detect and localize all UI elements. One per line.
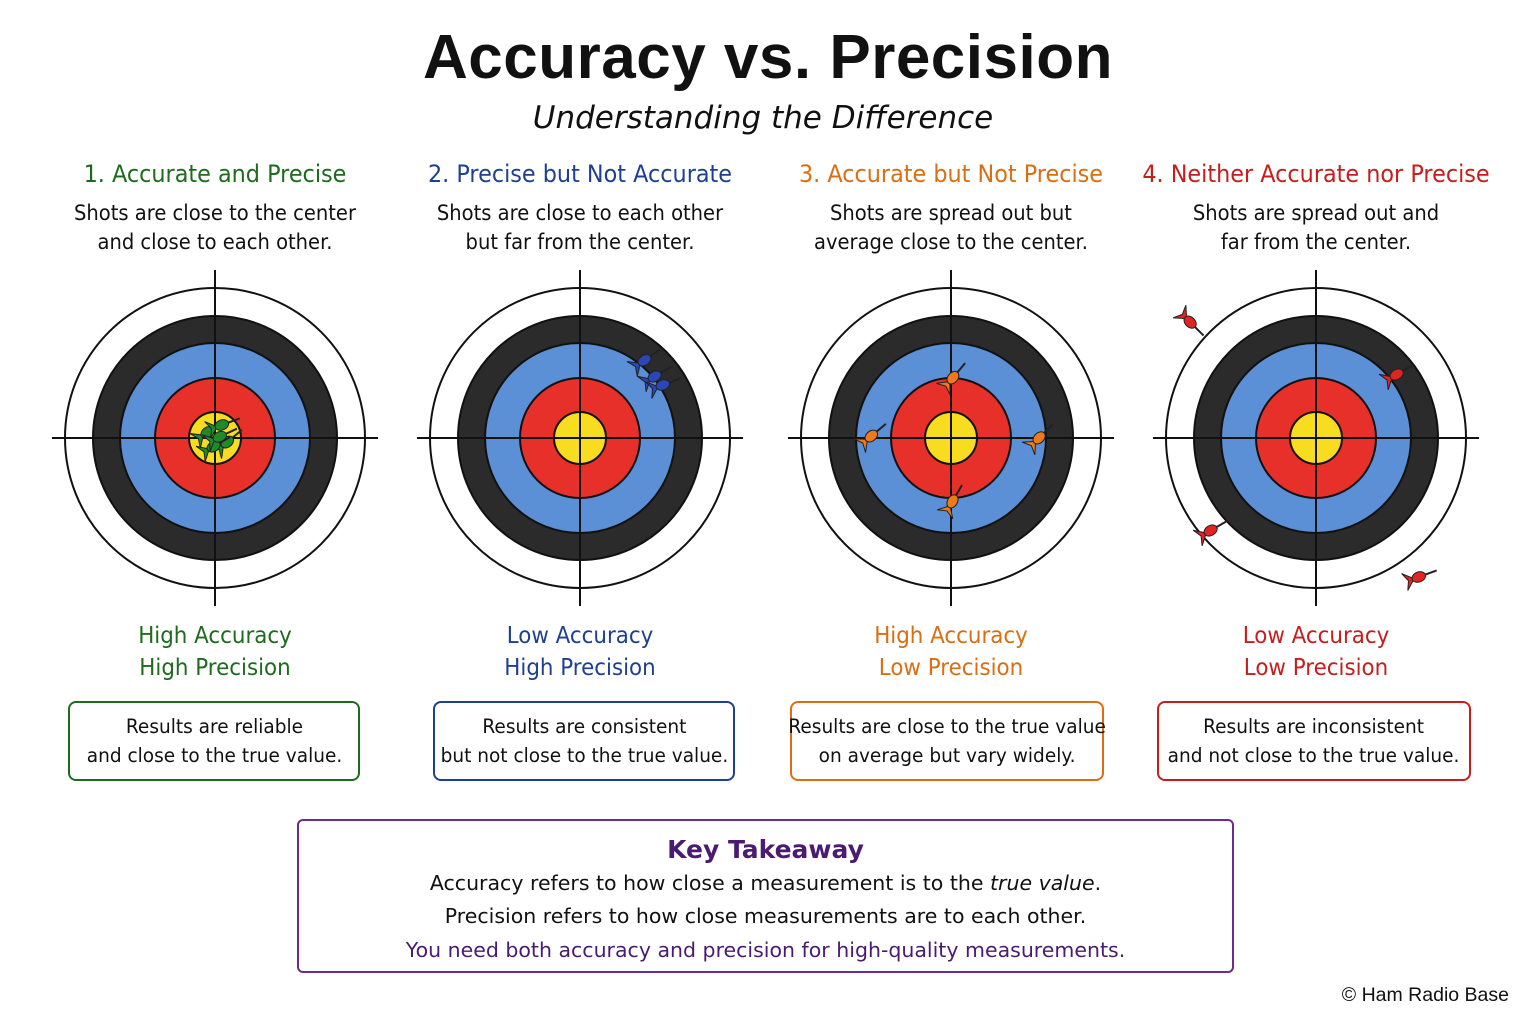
- result-box: Results are reliable and close to the tr…: [68, 701, 360, 781]
- dart-icon: [626, 348, 661, 377]
- copyright-notice: © Ham Radio Base: [1341, 984, 1509, 1006]
- panel-heading: 1. Accurate and Precise: [83, 160, 347, 188]
- precision-rating: Low Precision: [1243, 655, 1389, 681]
- dart-icon: [936, 362, 966, 396]
- accuracy-rating: High Accuracy: [138, 623, 292, 649]
- result-box: Results are consistent but not close to …: [433, 701, 735, 781]
- panel-rating: Low Accuracy High Precision: [403, 620, 756, 684]
- dart-icon: [1378, 364, 1414, 390]
- takeaway-accuracy-definition: Accuracy refers to how close a measureme…: [299, 871, 1232, 895]
- panel-precise-not-accurate: 2. Precise but Not Accurate Shots are cl…: [390, 0, 770, 800]
- panel-heading: 4. Neither Accurate nor Precise: [1142, 160, 1490, 188]
- takeaway-emphasis: true value: [990, 871, 1095, 895]
- desc-line: Shots are spread out and: [1192, 201, 1440, 225]
- result-line: Results are consistent: [481, 715, 687, 738]
- result-line: and not close to the true value.: [1168, 744, 1460, 767]
- result-box: Results are close to the true value on a…: [788, 701, 1106, 781]
- accuracy-rating: Low Accuracy: [1242, 623, 1390, 649]
- precision-rating: Low Precision: [878, 655, 1024, 681]
- panel-description: Shots are close to each other but far fr…: [403, 199, 756, 257]
- key-takeaway-box: Key Takeaway Accuracy refers to how clos…: [297, 819, 1234, 973]
- panel-heading: 2. Precise but Not Accurate: [427, 160, 733, 188]
- dart-icon: [937, 484, 963, 520]
- result-line: on average but vary widely.: [818, 744, 1076, 767]
- desc-line: far from the center.: [1220, 230, 1412, 254]
- precision-rating: High Precision: [139, 655, 291, 681]
- panel-accurate-not-precise: 3. Accurate but Not Precise Shots are sp…: [761, 0, 1141, 800]
- target-diagram: [788, 270, 1114, 606]
- desc-line: average close to the center.: [813, 230, 1089, 254]
- takeaway-conclusion: You need both accuracy and precision for…: [405, 938, 1126, 962]
- desc-line: Shots are close to the center: [74, 201, 356, 225]
- dart-icon: [204, 417, 241, 439]
- target-diagram: [52, 270, 378, 606]
- dart-icon: [645, 377, 682, 399]
- panel-rating: High Accuracy Low Precision: [774, 620, 1127, 684]
- dart-icon: [1192, 520, 1228, 546]
- dart-icon: [853, 423, 887, 453]
- dart-icon: [636, 366, 672, 392]
- target-diagram: [1153, 270, 1479, 606]
- takeaway-text: Accuracy refers to how close a measureme…: [429, 871, 991, 895]
- takeaway-precision-definition: Precision refers to how close measuremen…: [444, 904, 1087, 928]
- result-line: Results are reliable: [125, 715, 303, 738]
- desc-line: Shots are close to each other: [436, 201, 724, 225]
- result-line: but not close to the true value.: [440, 744, 728, 767]
- desc-line: Shots are spread out but: [830, 201, 1072, 225]
- dart-icon: [1021, 423, 1054, 456]
- panel-accurate-precise: 1. Accurate and Precise Shots are close …: [25, 0, 405, 800]
- dart-icon: [1172, 304, 1205, 337]
- panel-neither: 4. Neither Accurate nor Precise Shots ar…: [1126, 0, 1506, 800]
- panel-rating: High Accuracy High Precision: [38, 620, 391, 684]
- page-subtitle: Understanding the Difference: [532, 100, 994, 136]
- panel-description: Shots are close to the center and close …: [38, 199, 391, 257]
- panel-rating: Low Accuracy Low Precision: [1139, 620, 1492, 684]
- panel-description: Shots are spread out and far from the ce…: [1139, 199, 1492, 257]
- panel-description: Shots are spread out but average close t…: [774, 199, 1127, 257]
- accuracy-rating: High Accuracy: [874, 623, 1028, 649]
- dart-icon: [1401, 569, 1438, 591]
- result-line: and close to the true value.: [86, 744, 342, 767]
- panel-heading: 3. Accurate but Not Precise: [798, 160, 1104, 188]
- desc-line: but far from the center.: [465, 230, 695, 254]
- dart-icon: [201, 427, 238, 452]
- desc-line: and close to each other.: [97, 230, 333, 254]
- precision-rating: High Precision: [504, 655, 656, 681]
- page-title: Accuracy vs. Precision: [423, 23, 1113, 92]
- result-line: Results are inconsistent: [1203, 715, 1425, 738]
- target-diagram: [417, 270, 743, 606]
- result-line: Results are close to the true value: [788, 715, 1106, 738]
- result-box: Results are inconsistent and not close t…: [1157, 701, 1471, 781]
- accuracy-rating: Low Accuracy: [506, 623, 654, 649]
- takeaway-text: .: [1094, 871, 1102, 895]
- takeaway-title: Key Takeaway: [667, 835, 864, 864]
